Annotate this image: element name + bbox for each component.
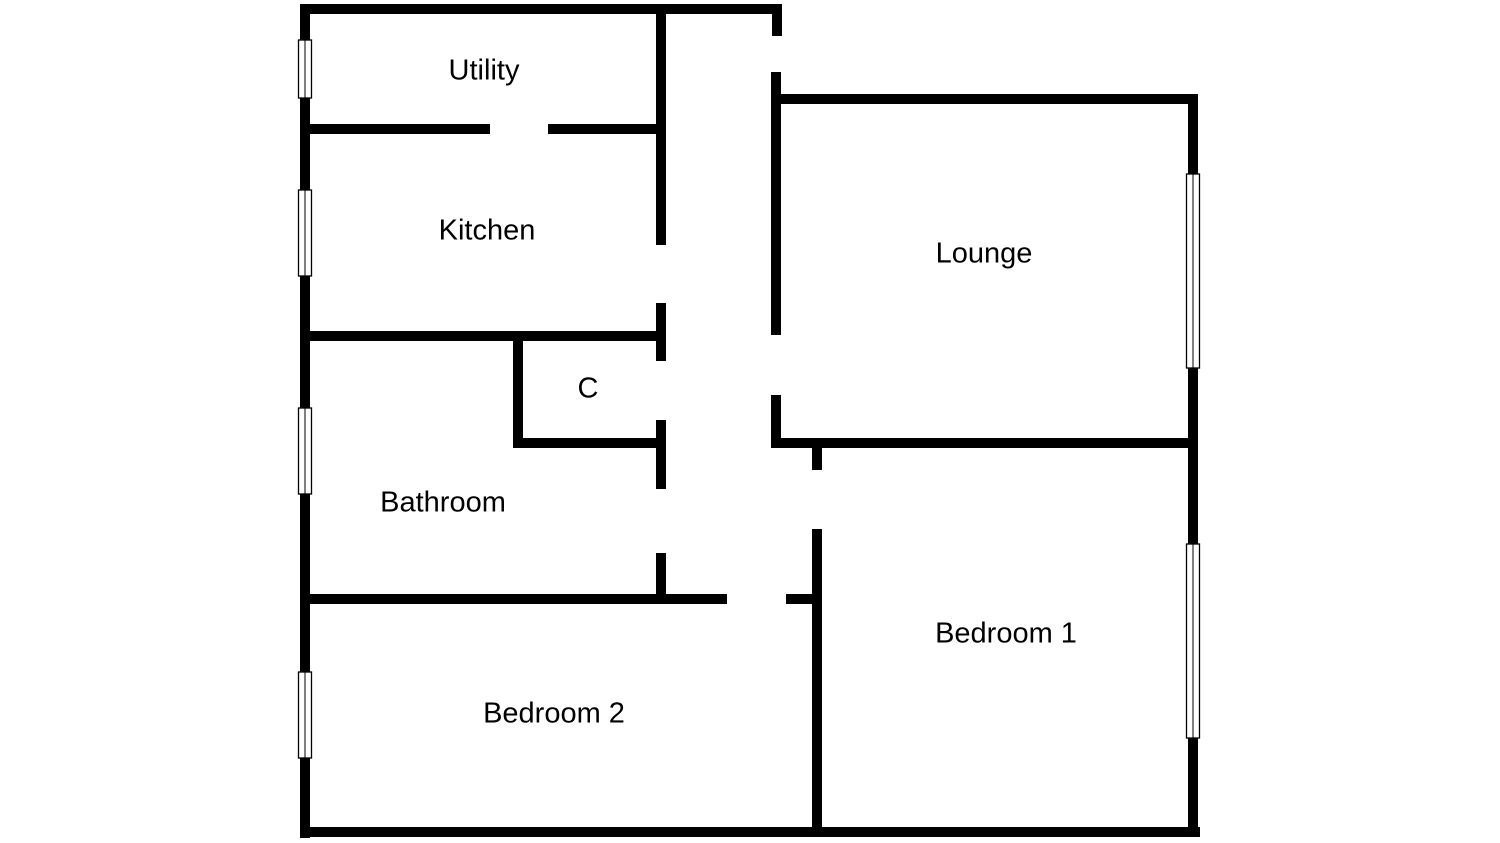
window-bedroom-1 — [1185, 543, 1201, 739]
room-label-bedroom-2: Bedroom 2 — [483, 697, 625, 730]
window-kitchen — [297, 189, 313, 277]
room-label-cupboard: C — [577, 372, 599, 405]
bedroom2-door-stub — [786, 594, 822, 604]
window-utility — [297, 39, 313, 99]
hall-right-wall-lower — [771, 395, 781, 448]
room-label-bedroom-1: Bedroom 1 — [935, 617, 1077, 650]
utility-kitchen-wall-left — [300, 124, 490, 134]
lounge-wall-top — [771, 94, 1198, 104]
hall-right-wall-upper — [771, 72, 781, 335]
utility-kitchen-wall-right — [548, 124, 666, 134]
room-label-kitchen: Kitchen — [438, 214, 536, 247]
cupboard-wall-left — [513, 331, 523, 448]
room-label-lounge: Lounge — [935, 237, 1033, 270]
bedroom1-wall-stub — [812, 448, 822, 470]
internal-walls — [300, 4, 1198, 837]
hall-left-wall-bathroom-stub — [656, 553, 666, 604]
window-lounge — [1185, 173, 1201, 369]
entrance-wall-upper — [772, 4, 782, 36]
lounge-bedroom1-wall — [771, 438, 1198, 448]
bathroom-bedroom2-wall — [300, 594, 727, 604]
windows — [297, 39, 1201, 759]
hall-left-wall-upper — [656, 4, 666, 245]
window-bathroom — [297, 407, 313, 495]
hall-left-wall-cupboard-stub — [656, 420, 666, 489]
room-label-utility: Utility — [448, 54, 520, 87]
window-bedroom-2 — [297, 671, 313, 759]
outer-wall-right — [1188, 94, 1198, 837]
bedroom1-bedroom2-wall — [812, 529, 822, 837]
room-label-bathroom: Bathroom — [380, 486, 506, 519]
outer-wall-top — [300, 4, 782, 14]
kitchen-bathroom-wall — [300, 331, 666, 341]
outer-wall-bottom — [300, 827, 1200, 837]
cupboard-wall-bottom — [513, 438, 666, 448]
